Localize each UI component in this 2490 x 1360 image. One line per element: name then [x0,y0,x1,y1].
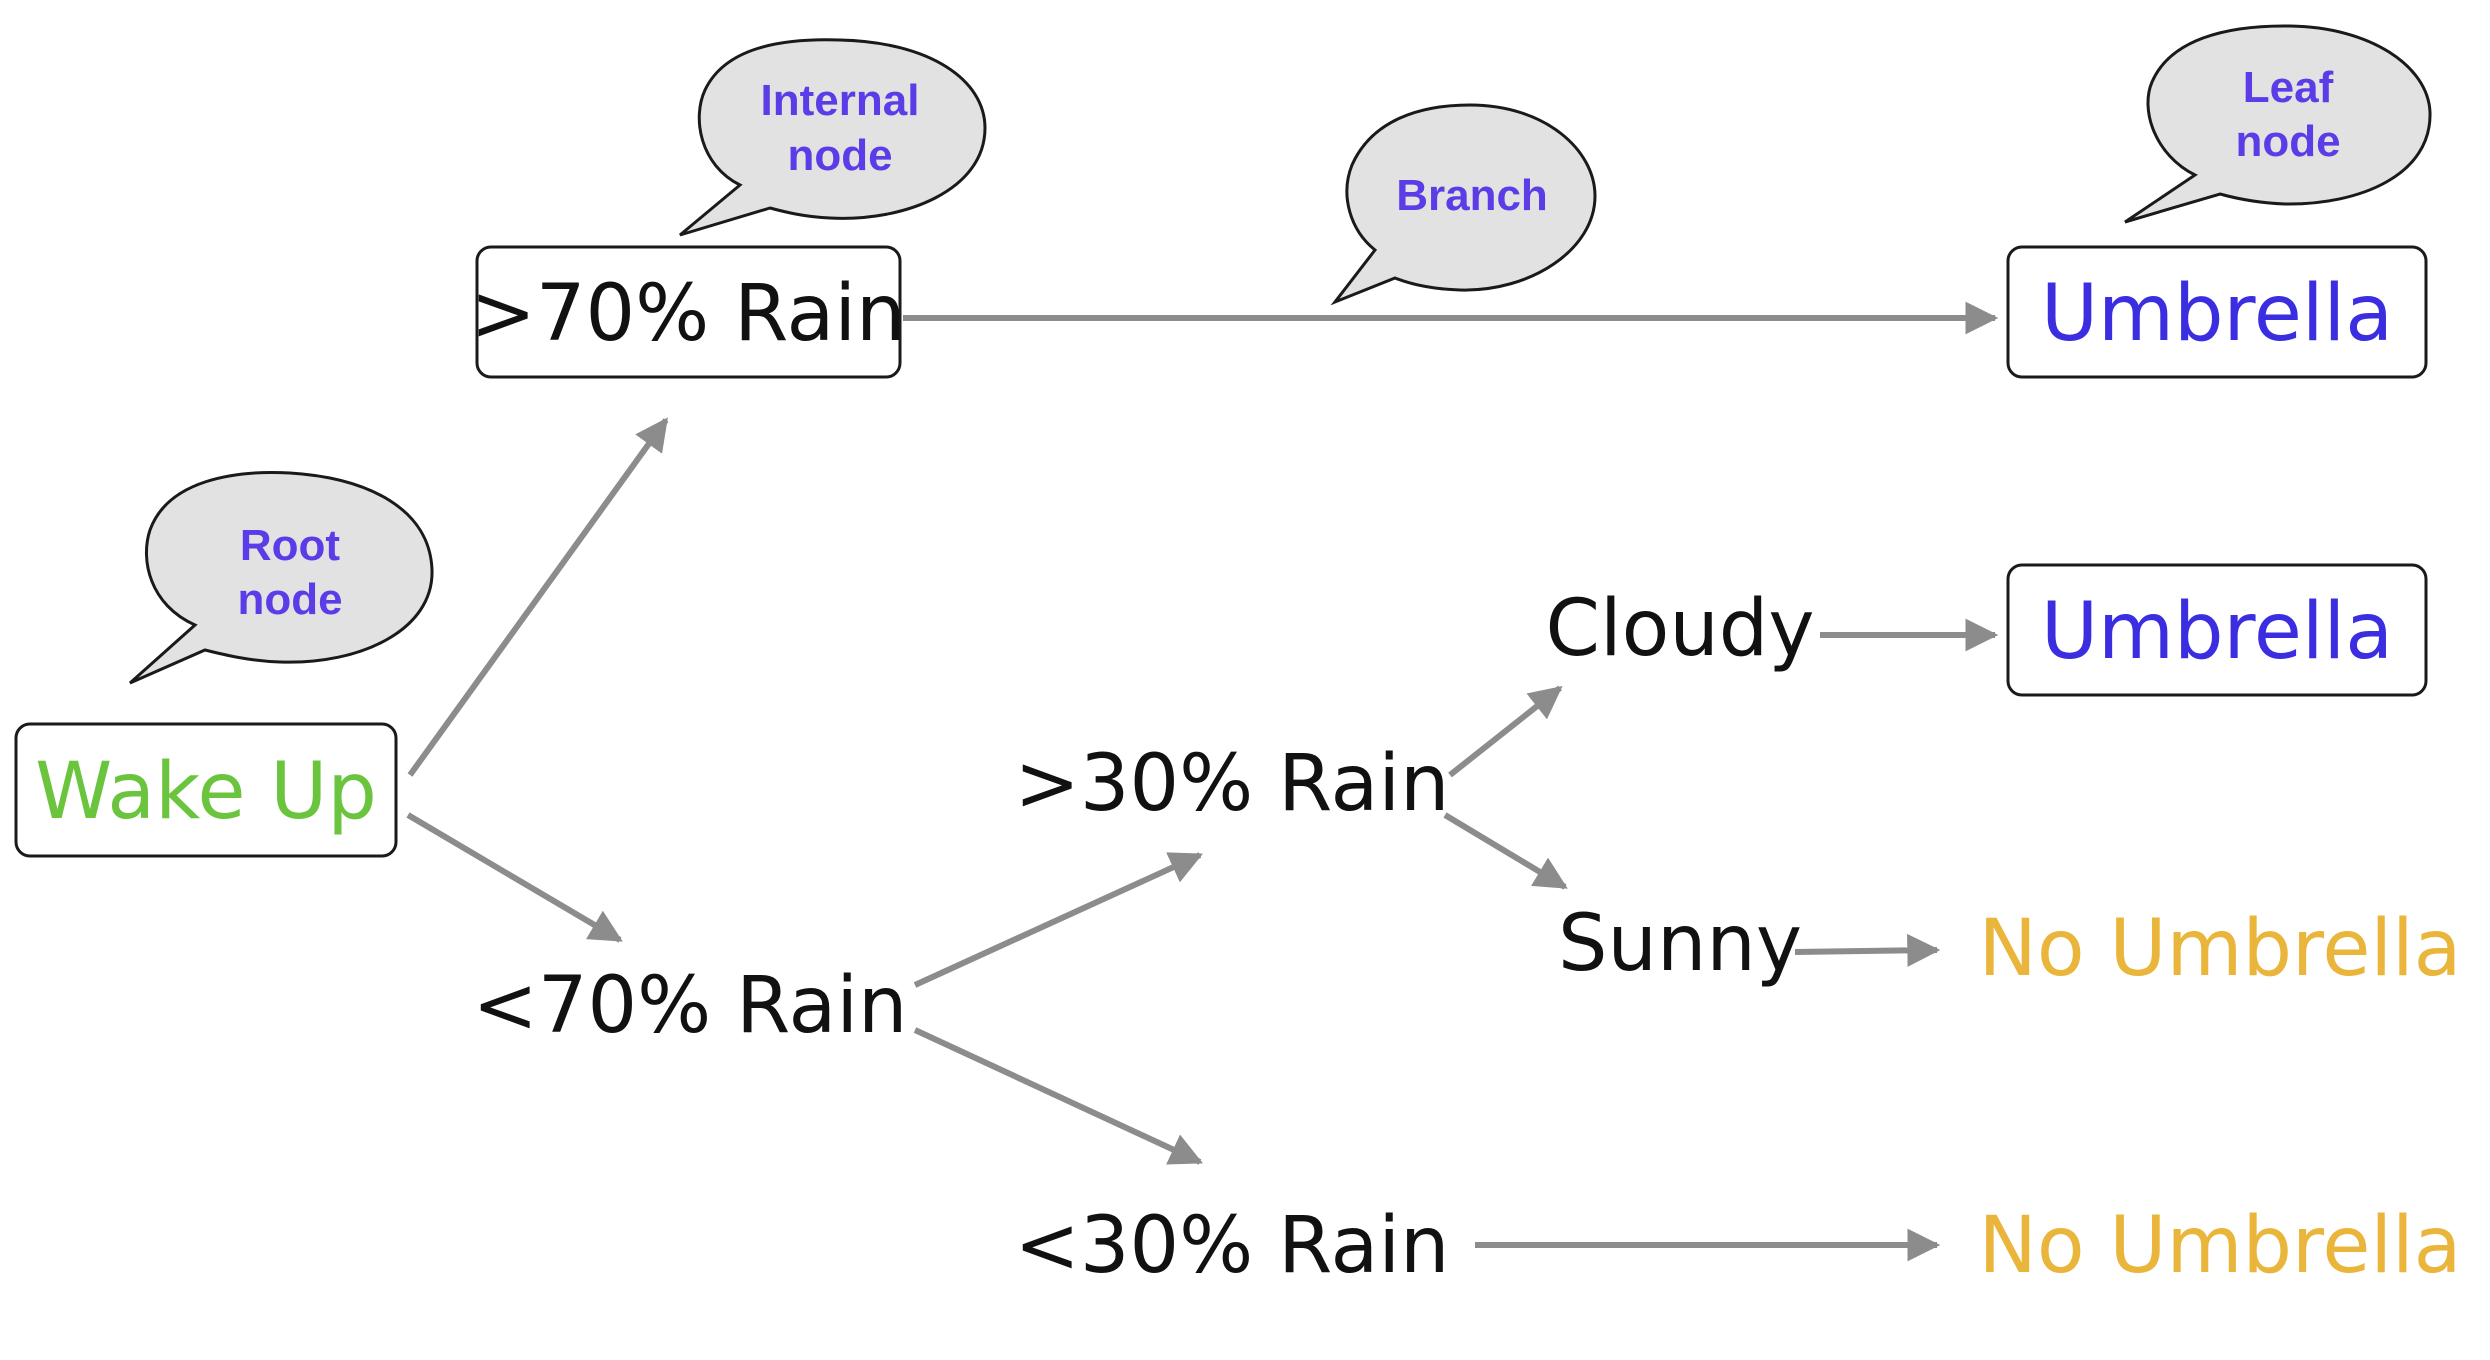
callout-leaf-line1: Leaf [2243,63,2334,112]
node-sunny: Sunny [1558,899,1802,989]
edge-gt30-to-sunny [1443,812,1568,890]
edge-sunny-to-no-umbrella [1794,933,1941,967]
node-box [475,245,902,379]
callout-leaf-line2: node [2235,117,2340,166]
node-lt30-rain: <30% Rain [1015,1201,1450,1291]
callout-root-line2: node [237,575,342,624]
speech-bubble-icon [679,38,987,237]
speech-bubble-icon [1330,103,1597,306]
callout-leaf: Leaf node [2124,24,2432,224]
callout-internal-line1: Internal [761,76,920,125]
edge-wake-to-gt70 [407,417,669,777]
leaf-umbrella-label: Umbrella [2041,587,2393,677]
node-gt70-rain-label: >70% Rain [471,269,906,359]
edge-wake-to-lt70 [406,812,623,943]
node-box [2006,563,2428,697]
edge-lt70-to-lt30 [913,1027,1203,1165]
node-lt70-rain: <70% Rain [473,961,908,1051]
callout-root-line1: Root [240,521,341,570]
edge-lt70-to-gt30 [913,852,1204,988]
node-gt70-rain: >70% Rain [471,245,906,379]
leaf-no-umbrella-sunny: No Umbrella [1979,904,2462,994]
node-wake-up: Wake Up [14,722,398,858]
edges [406,301,1999,1262]
node-umbrella-top: Umbrella [2006,245,2428,379]
leaf-no-umbrella-bottom: No Umbrella [1979,1201,2462,1291]
callout-branch: Branch [1330,103,1597,306]
callout-branch-line1: Branch [1396,171,1548,220]
callout-root: Root node [129,471,434,685]
node-gt30-rain: >30% Rain [1015,739,1450,829]
callout-internal-line2: node [787,131,892,180]
node-umbrella-cloudy: Umbrella [2006,563,2428,697]
speech-bubble-icon [129,471,434,685]
node-box [14,722,398,858]
edge-gt30-to-cloudy [1448,685,1563,778]
callout-internal: Internal node [679,38,987,237]
node-wake-up-label: Wake Up [35,747,377,837]
leaf-umbrella-label: Umbrella [2041,269,2393,359]
node-box [2006,245,2428,379]
speech-bubble-icon [2124,24,2432,224]
node-cloudy: Cloudy [1546,584,1815,674]
